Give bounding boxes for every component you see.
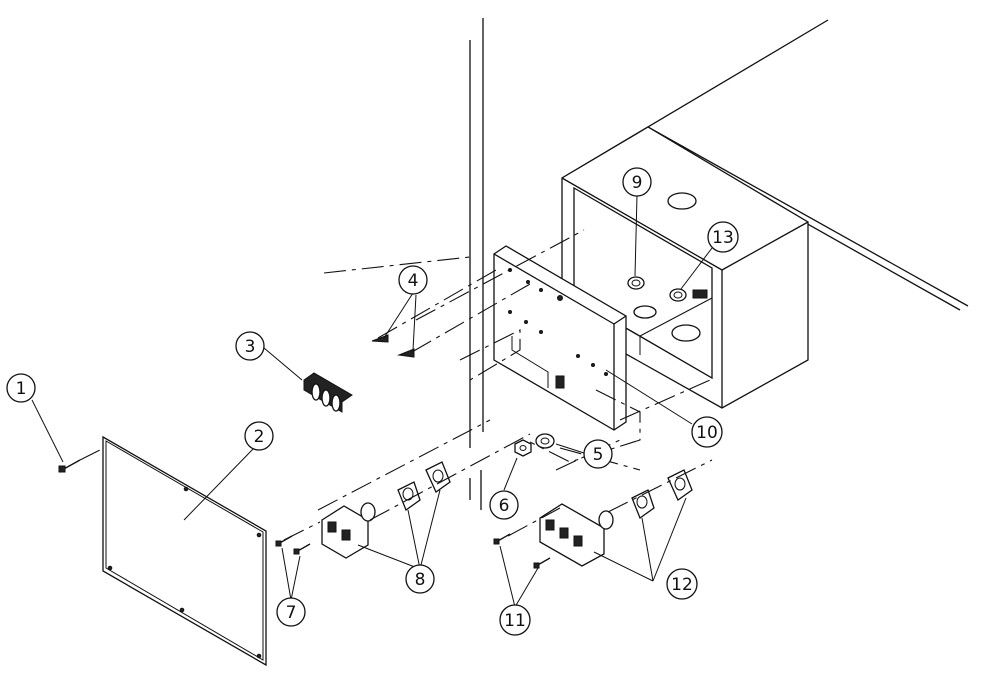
nut-part-6 (514, 439, 532, 457)
callout-6-label: 6 (499, 496, 510, 516)
callout-5-label: 5 (593, 445, 604, 465)
cover-plate-part-2 (102, 435, 267, 667)
callout-8: 8 (405, 564, 435, 594)
callout-2: 2 (244, 421, 274, 451)
callout-5: 5 (583, 439, 613, 469)
screws-part-11 (493, 533, 551, 569)
switch-assembly-part-8 (321, 461, 451, 559)
callout-4: 4 (398, 265, 428, 295)
spacer-parts-4 (371, 334, 415, 358)
screws-part-7 (275, 535, 311, 555)
callout-1-label: 1 (16, 379, 27, 399)
leader-lines (31, 194, 713, 608)
callout-11: 11 (499, 604, 531, 636)
callout-13: 13 (707, 221, 739, 253)
callout-6: 6 (489, 490, 519, 520)
callout-12: 12 (666, 568, 698, 600)
mounting-plate-part-10 (493, 245, 627, 431)
switch-assembly-part-12 (539, 469, 693, 567)
callout-7-label: 7 (286, 603, 297, 623)
callout-3-label: 3 (245, 337, 256, 357)
callout-10-label: 10 (696, 423, 718, 443)
bushing-part-9 (627, 276, 645, 290)
callout-10: 10 (691, 416, 723, 448)
callout-2-label: 2 (254, 427, 265, 447)
wall-edges (469, 18, 484, 510)
callout-9-label: 9 (632, 173, 643, 193)
callout-11-label: 11 (504, 611, 526, 631)
callout-8-label: 8 (415, 570, 426, 590)
callout-13-label: 13 (712, 228, 734, 248)
callout-4-label: 4 (408, 271, 419, 291)
callout-9: 9 (622, 167, 652, 197)
bushing-part-13 (669, 288, 708, 302)
screw-part-1 (58, 459, 81, 473)
washer-part-5 (535, 433, 555, 449)
switch-block-part-3 (303, 372, 353, 413)
callout-12-label: 12 (671, 575, 693, 595)
callout-7: 7 (276, 597, 306, 627)
callout-3: 3 (235, 331, 265, 361)
callout-1: 1 (6, 373, 36, 403)
